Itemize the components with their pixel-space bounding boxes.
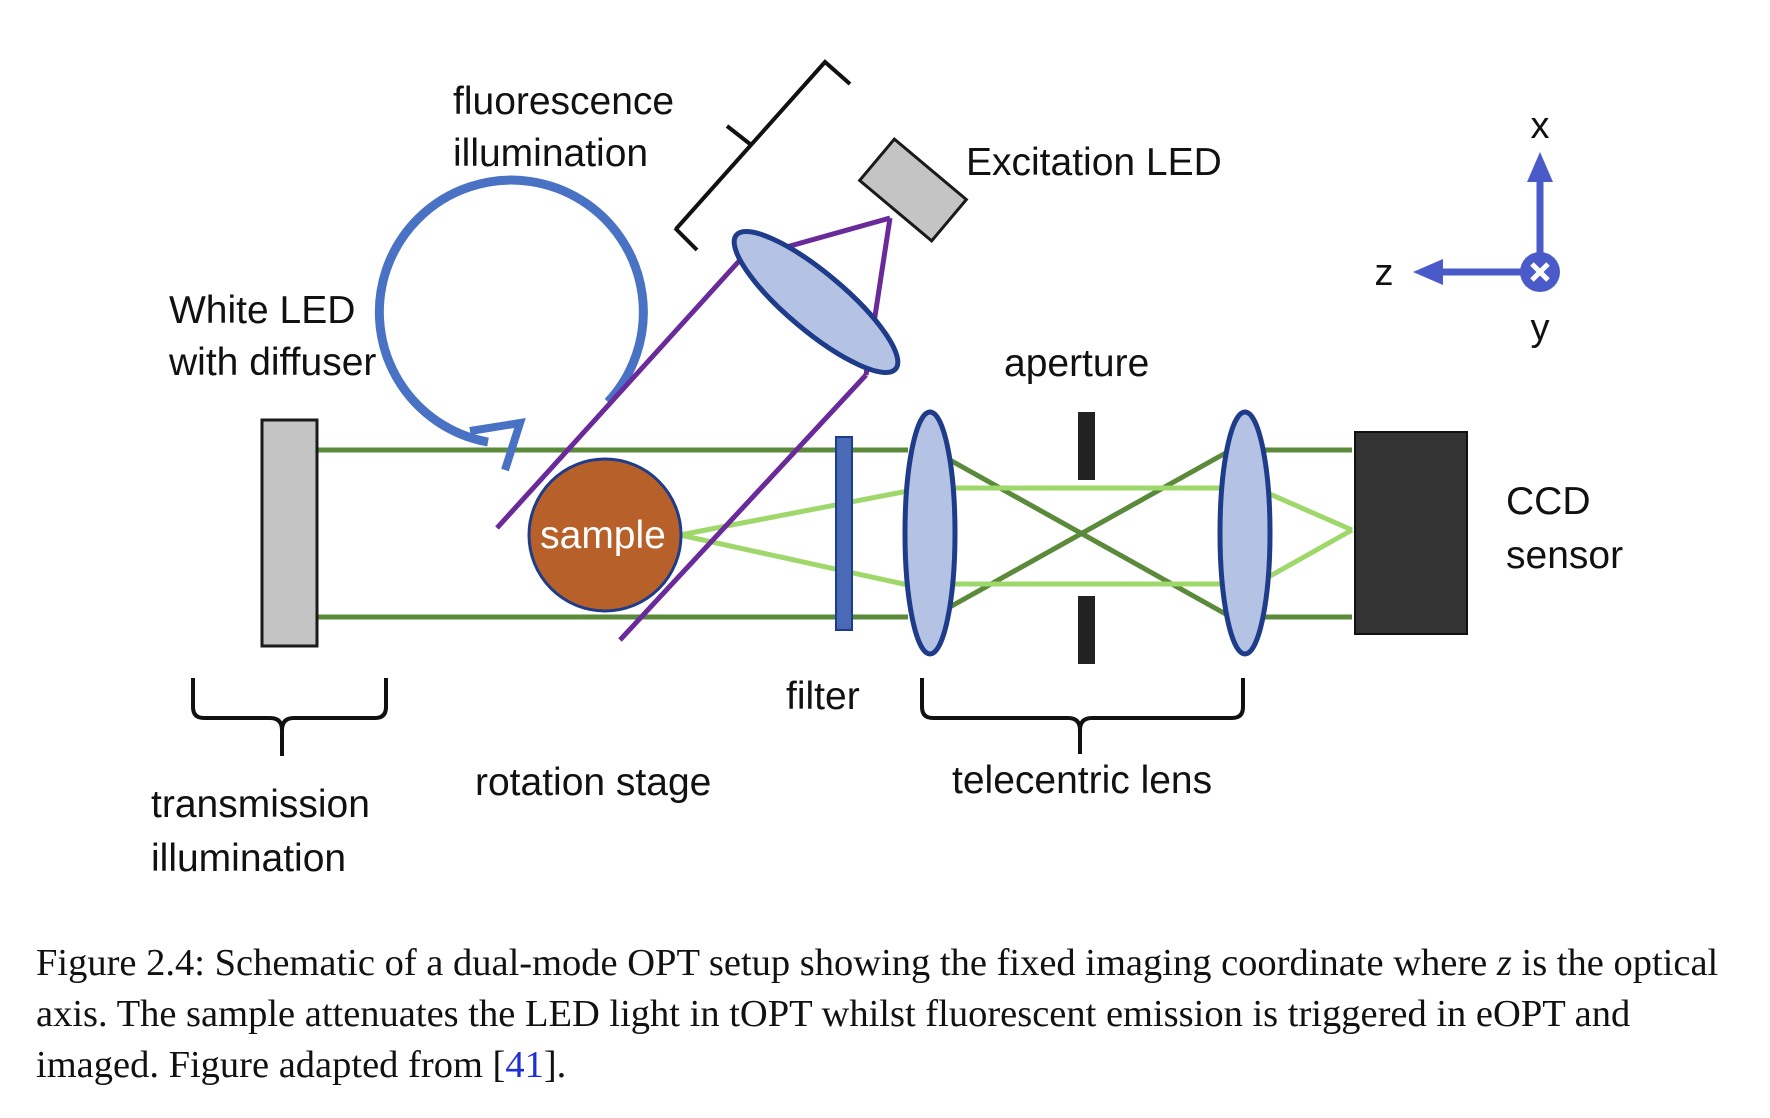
ccd-label-line1: CCD — [1506, 480, 1591, 523]
transmission-label-line1: transmission — [151, 783, 370, 826]
telecentric-lens-front — [902, 409, 958, 657]
z-axis-label: z — [1375, 252, 1394, 294]
aperture-top — [1078, 412, 1095, 480]
white-led-diffuser — [260, 418, 319, 648]
caption-suffix: ]. — [543, 1044, 567, 1086]
transmission-beam — [310, 447, 1352, 620]
fluorescence-label-line1: fluorescence — [453, 80, 674, 123]
coordinate-axes: x z y — [1375, 105, 1560, 349]
caption-prefix: Figure 2.4: Schematic of a dual-mode OPT… — [36, 942, 1488, 984]
aperture-label: aperture — [1004, 342, 1149, 385]
opt-setup-diagram: sample x z y fluorescence illumination — [151, 59, 1623, 880]
fluorescence-bracket — [673, 59, 852, 252]
telecentric-lens-back — [1217, 409, 1273, 657]
x-axis-label: x — [1531, 105, 1550, 147]
white-led-label-line1: White LED — [169, 289, 355, 332]
z-axis-arrow-icon — [1413, 259, 1443, 285]
white-led-label-line2: with diffuser — [168, 341, 376, 384]
fluorescence-label-line2: illumination — [453, 132, 648, 175]
x-axis-arrow-icon — [1527, 152, 1553, 182]
caption-var-z: z — [1496, 942, 1512, 984]
telecentric-lens-label: telecentric lens — [952, 759, 1212, 802]
rotation-stage-label: rotation stage — [475, 761, 711, 804]
excitation-led — [857, 136, 969, 244]
caption-mid: is the optical axis. The sample attenuat… — [36, 942, 1719, 1086]
excitation-lens — [731, 229, 901, 375]
aperture-bottom — [1078, 596, 1095, 664]
rotation-stage-arc — [374, 175, 648, 447]
filter — [835, 436, 853, 631]
figure-caption: Figure 2.4: Schematic of a dual-mode OPT… — [36, 938, 1756, 1091]
telecentric-brace — [920, 678, 1245, 754]
y-axis-label: y — [1531, 307, 1550, 349]
caption-reference-link[interactable]: 41 — [505, 1044, 544, 1086]
ccd-label-line2: sensor — [1506, 534, 1623, 577]
transmission-label-line2: illumination — [151, 837, 346, 880]
emission-beam — [679, 485, 1354, 588]
excitation-led-label: Excitation LED — [966, 141, 1222, 184]
sample — [527, 457, 683, 613]
filter-label: filter — [786, 675, 860, 718]
sample-label: sample — [540, 514, 666, 557]
rotation-arrow-head-icon — [469, 418, 526, 472]
ccd-sensor — [1354, 431, 1468, 635]
transmission-brace — [191, 678, 388, 756]
